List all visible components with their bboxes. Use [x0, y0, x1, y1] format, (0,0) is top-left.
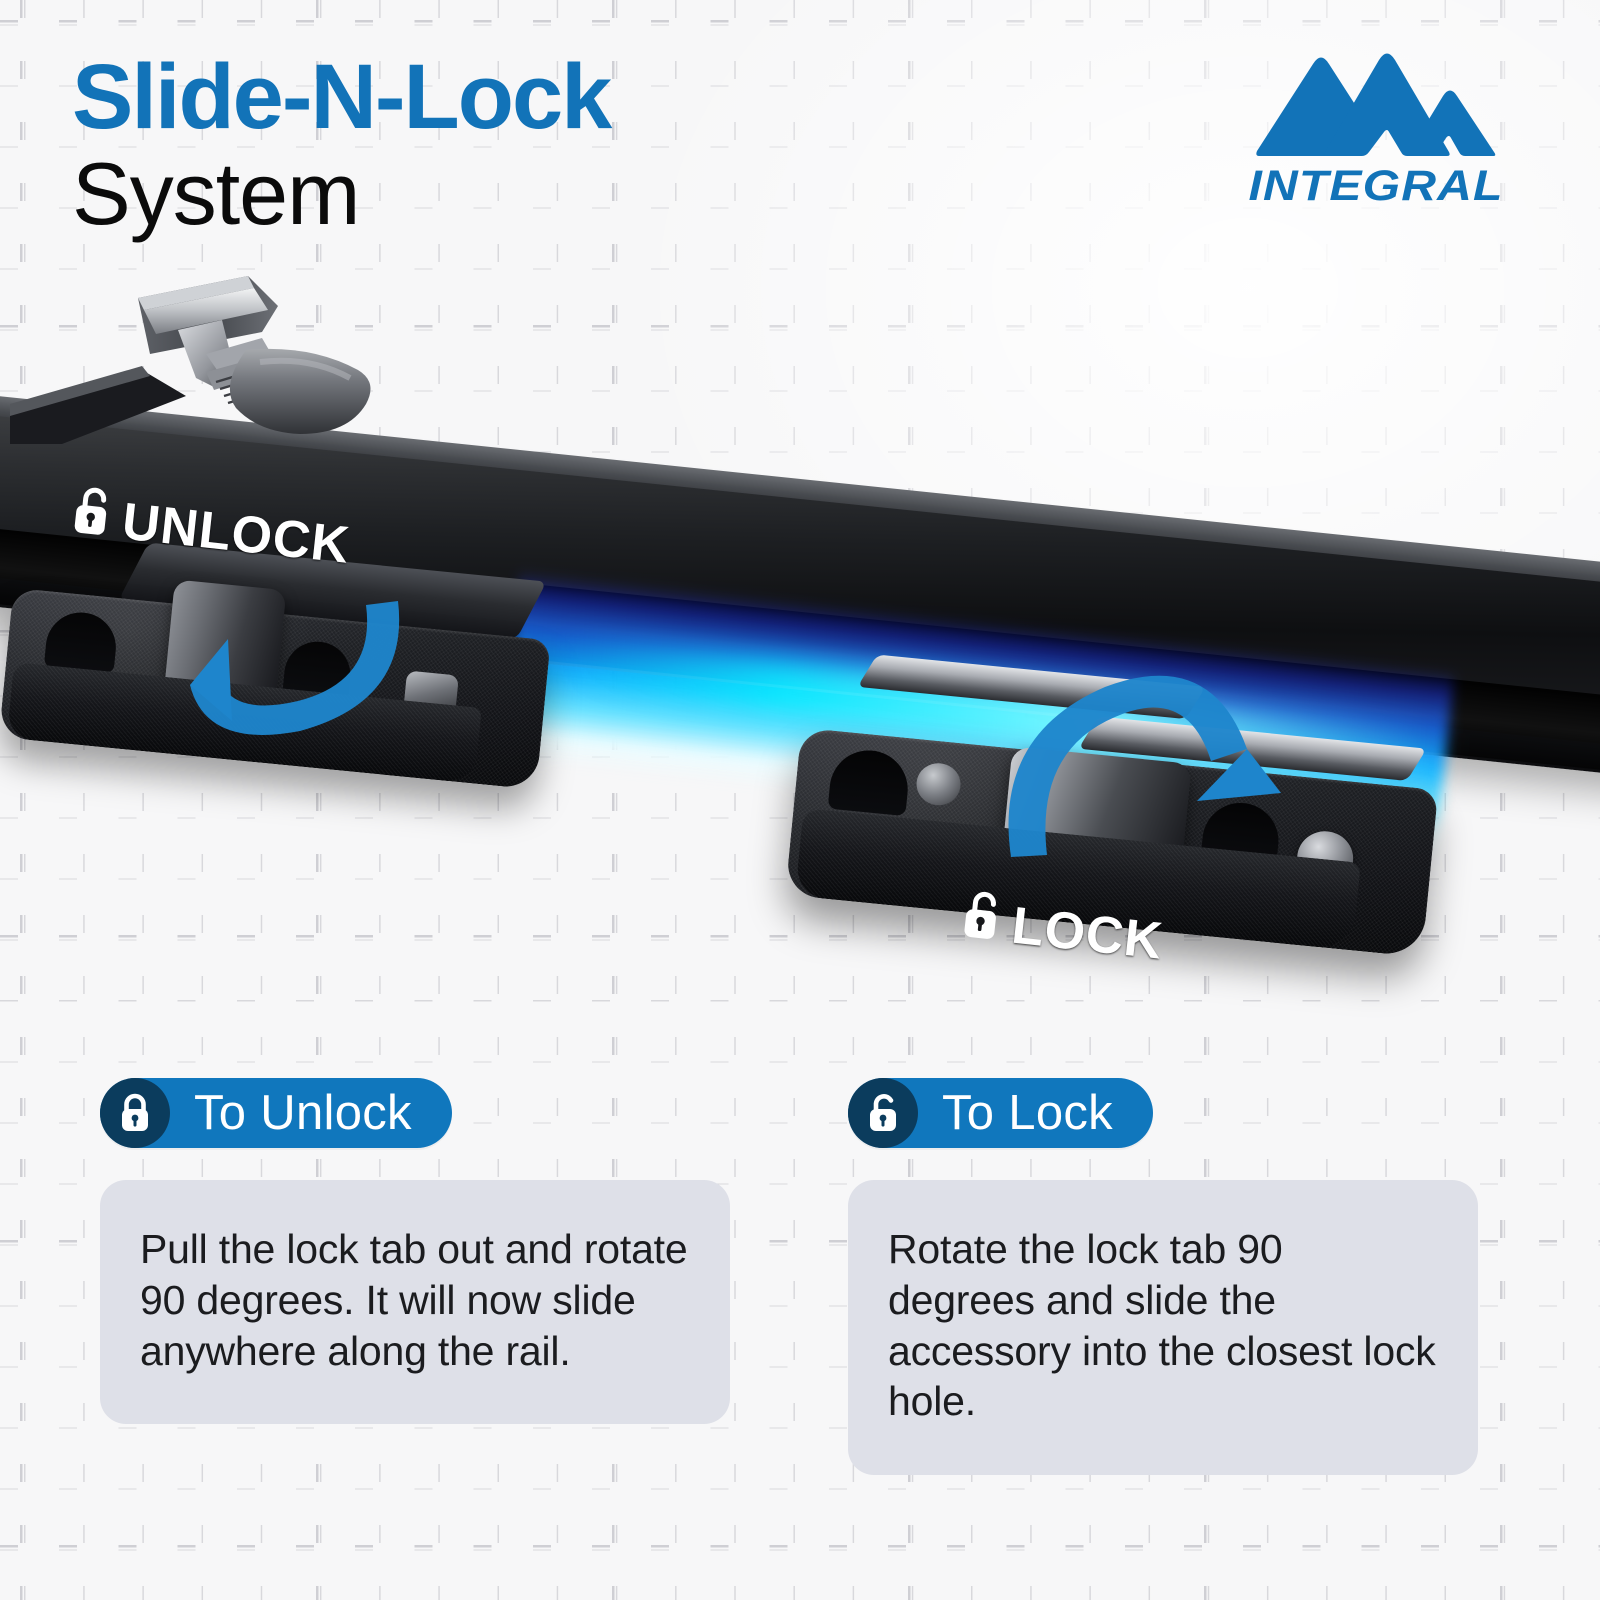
- badge-to-lock-label: To Lock: [942, 1085, 1113, 1140]
- title-line-2: System: [72, 144, 360, 244]
- mountain-peaks-icon: [1226, 48, 1526, 163]
- page-title: Slide-N-Lock System: [72, 46, 932, 244]
- badge-to-lock[interactable]: To Lock: [848, 1078, 1153, 1148]
- infobox-unlock: Pull the lock tab out and rotate 90 degr…: [100, 1180, 730, 1425]
- badge-to-unlock-label: To Unlock: [194, 1085, 412, 1140]
- product-label-lock-text: LOCK: [1009, 896, 1166, 971]
- product-label-lock: LOCK: [959, 887, 1166, 973]
- rotate-counterclockwise-arrow: [160, 535, 430, 790]
- brand-wordmark: INTEGRAL: [1248, 162, 1504, 210]
- open-padlock-icon: [848, 1078, 918, 1148]
- open-padlock-icon: [69, 483, 116, 552]
- title-line-1: Slide-N-Lock: [72, 46, 612, 148]
- closed-padlock-icon: [100, 1078, 170, 1148]
- product-photo: [0, 240, 1600, 1070]
- brand-logo: INTEGRAL: [1226, 48, 1526, 208]
- padlock-icon: [959, 887, 1006, 956]
- step-column-unlock: To Unlock Pull the lock tab out and rota…: [100, 1078, 730, 1425]
- infobox-unlock-text: Pull the lock tab out and rotate 90 degr…: [140, 1226, 688, 1374]
- product-label-unlock: UNLOCK: [69, 483, 353, 578]
- step-column-lock: To Lock Rotate the lock tab 90 degrees a…: [848, 1078, 1478, 1476]
- infobox-lock-text: Rotate the lock tab 90 degrees and slide…: [888, 1226, 1436, 1425]
- infobox-lock: Rotate the lock tab 90 degrees and slide…: [848, 1180, 1478, 1476]
- rotate-clockwise-arrow: [975, 625, 1295, 910]
- metal-clamp-assembly: [10, 258, 410, 458]
- badge-to-unlock[interactable]: To Unlock: [100, 1078, 452, 1148]
